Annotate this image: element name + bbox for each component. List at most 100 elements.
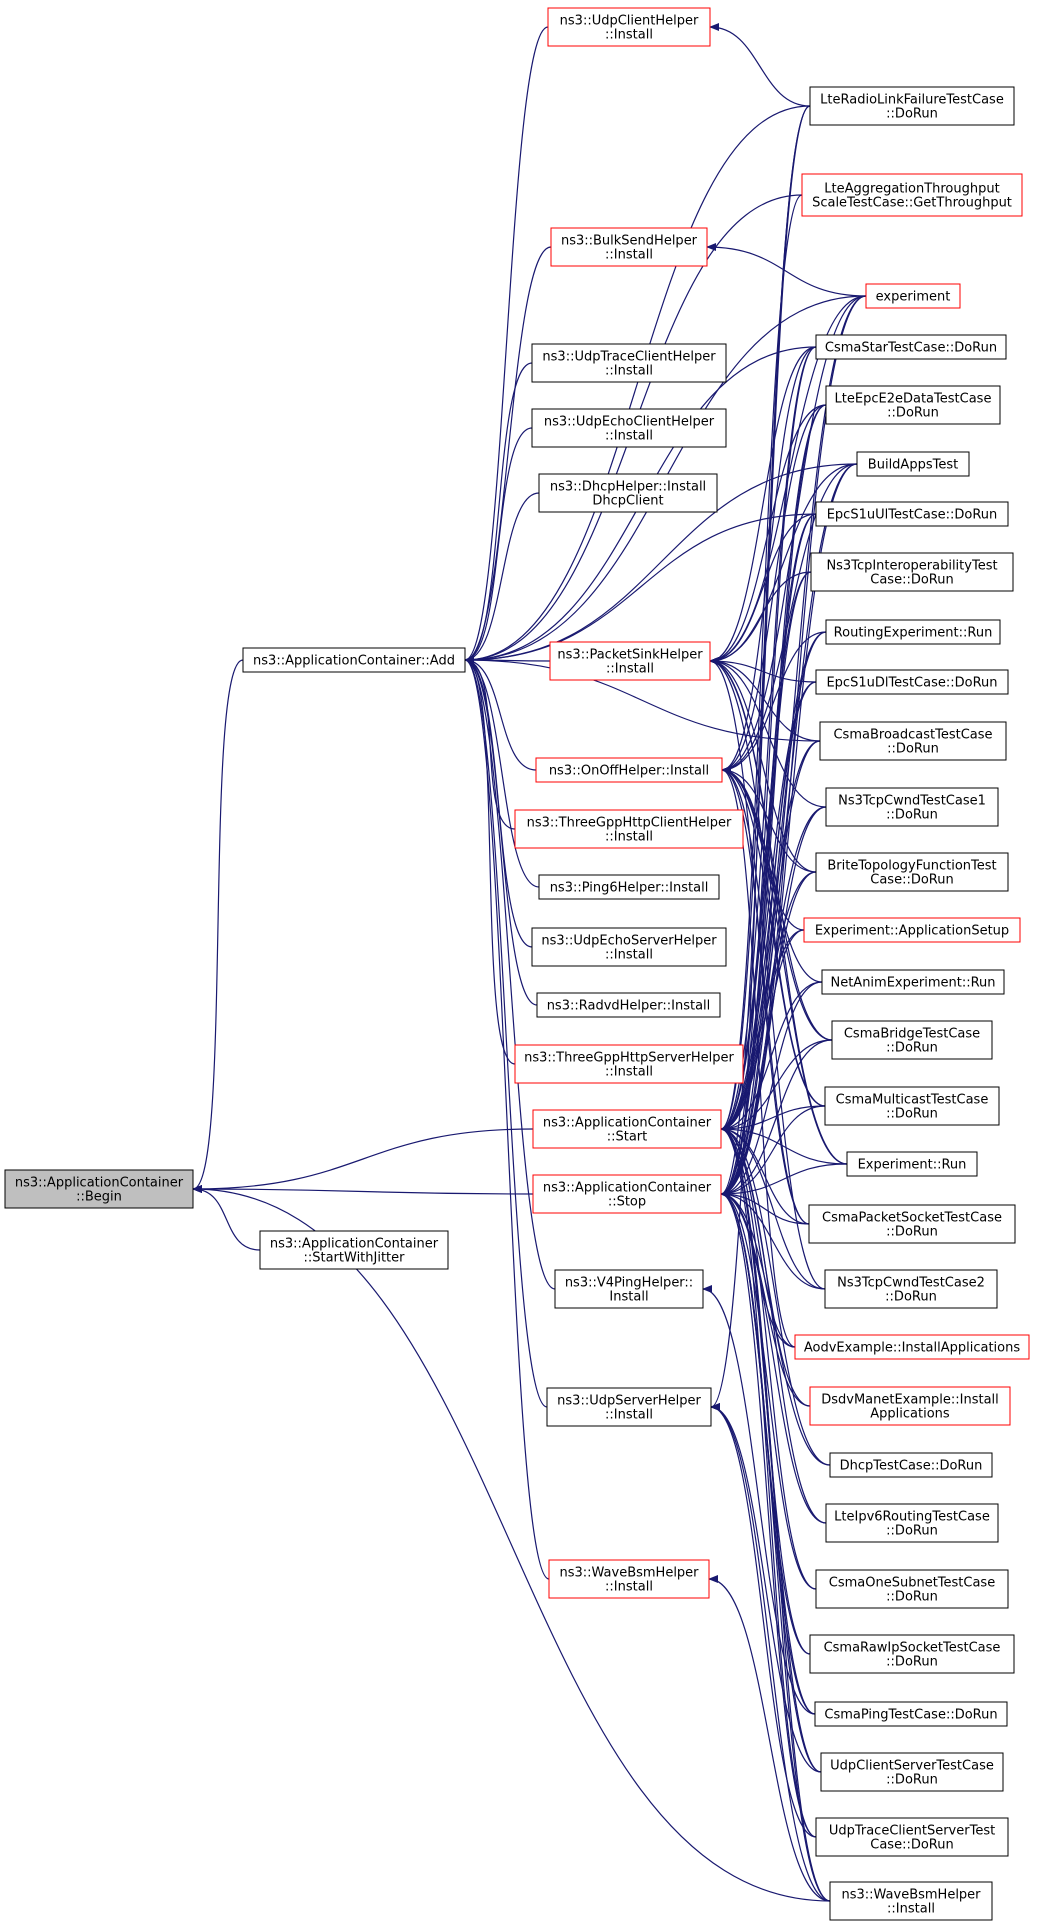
node-aodvExample[interactable]: AodvExample::InstallApplications: [794, 1334, 1030, 1360]
node-udpClientServer[interactable]: UdpClientServerTestCase::DoRun: [820, 1752, 1004, 1792]
node-appStop[interactable]: ns3::ApplicationContainer::Stop: [532, 1174, 722, 1214]
node-udpTraceClientServer-box: [815, 1817, 1009, 1857]
node-dsdvManet[interactable]: DsdvManetExample::InstallApplications: [809, 1386, 1011, 1426]
node-buildApps[interactable]: BuildAppsTest: [856, 451, 970, 477]
node-begin[interactable]: ns3::ApplicationContainer::Begin: [4, 1169, 194, 1209]
node-csmaRawIp[interactable]: CsmaRawIpSocketTestCase::DoRun: [809, 1634, 1015, 1674]
node-udpEchoServerHelper[interactable]: ns3::UdpEchoServerHelper::Install: [531, 927, 727, 967]
node-waveBsmHelper-box: [548, 1559, 710, 1599]
node-udpServerHelper[interactable]: ns3::UdpServerHelper::Install: [546, 1387, 712, 1427]
node-routingExperiment-label-0: RoutingExperiment::Run: [834, 626, 993, 641]
node-appStart[interactable]: ns3::ApplicationContainer::Start: [532, 1109, 722, 1149]
node-routingExperiment-box: [825, 619, 1001, 645]
edge-buildApps-to-onOffHelper: [721, 463, 858, 774]
node-epcS1uDl[interactable]: EpcS1uDlTestCase::DoRun: [815, 669, 1009, 695]
node-csmaMulticast[interactable]: CsmaMulticastTestCase::DoRun: [824, 1086, 1000, 1126]
node-threeGppClient-box: [514, 809, 744, 849]
edge-udpClientHelper-to-add: [464, 26, 549, 664]
node-lteIpv6-box: [825, 1503, 999, 1543]
node-lteEpcE2e[interactable]: LteEpcE2eDataTestCase::DoRun: [825, 385, 1001, 425]
edge-csmaPing-to-v4PingHelper: [702, 1285, 816, 1715]
node-dhcpHelper-box: [538, 473, 718, 513]
node-experiment[interactable]: experiment: [865, 283, 961, 309]
node-waveBsmHelper[interactable]: ns3::WaveBsmHelper::Install: [548, 1559, 710, 1599]
node-bulkSendHelper[interactable]: ns3::BulkSendHelper::Install: [550, 227, 708, 267]
node-add-box: [242, 647, 466, 673]
edge-csmaPacketSocket-to-appStop: [720, 1190, 810, 1225]
node-csmaStar[interactable]: CsmaStarTestCase::DoRun: [815, 334, 1007, 360]
node-startWithJitter-box: [259, 1230, 449, 1270]
node-udpClientHelper[interactable]: ns3::UdpClientHelper::Install: [547, 7, 711, 47]
node-ping6Helper[interactable]: ns3::Ping6Helper::Install: [538, 874, 720, 900]
edge-udpEchoClientHelper-to-add: [464, 427, 533, 664]
node-csmaPacketSocket[interactable]: CsmaPacketSocketTestCase::DoRun: [808, 1204, 1016, 1244]
node-csmaPing-box: [814, 1701, 1008, 1727]
node-udpTraceClientHelper[interactable]: ns3::UdpTraceClientHelper::Install: [531, 343, 727, 383]
node-udpClientServer-box: [820, 1752, 1004, 1792]
edge-ns3TcpInterop-to-appStart: [720, 571, 812, 1133]
node-routingExperiment[interactable]: RoutingExperiment::Run: [825, 619, 1001, 645]
node-waveBsmInstall[interactable]: ns3::WaveBsmHelper::Install: [829, 1881, 993, 1921]
edge-udpTraceClientServer-to-udpServerHelper: [710, 1403, 817, 1838]
node-lteAggregation[interactable]: LteAggregationThroughputScaleTestCase::G…: [801, 173, 1023, 217]
node-csmaOneSubnet-label-1: ::DoRun: [886, 1590, 938, 1605]
node-netAnim[interactable]: NetAnimExperiment::Run: [821, 969, 1005, 995]
node-lteRadioLink[interactable]: LteRadioLinkFailureTestCase::DoRun: [809, 86, 1015, 126]
edge-csmaBroadcast-to-appStop: [720, 740, 821, 1198]
node-radvdHelper[interactable]: ns3::RadvdHelper::Install: [536, 992, 721, 1018]
node-v4PingHelper-label-1: Install: [609, 1290, 648, 1305]
node-ns3TcpCwnd2[interactable]: Ns3TcpCwndTestCase2::DoRun: [824, 1269, 998, 1309]
node-experiment-box: [865, 283, 961, 309]
node-lteIpv6-label-1: ::DoRun: [886, 1524, 938, 1539]
node-epcS1uDl-box: [815, 669, 1009, 695]
node-lteRadioLink-label-1: ::DoRun: [886, 107, 938, 122]
edge-csmaOneSubnet-to-appStop: [720, 1190, 817, 1590]
node-packetSinkHelper[interactable]: ns3::PacketSinkHelper::Install: [549, 641, 711, 681]
node-packetSinkHelper-box: [549, 641, 711, 681]
node-dsdvManet-label-0: DsdvManetExample::Install: [821, 1393, 999, 1408]
edge-waveBsmHelper-to-add: [464, 656, 550, 1580]
node-ns3TcpInterop-box: [810, 552, 1014, 592]
node-udpEchoClientHelper[interactable]: ns3::UdpEchoClientHelper::Install: [531, 408, 727, 448]
node-udpEchoServerHelper-label-1: ::Install: [605, 948, 653, 963]
edge-dhcpHelper-to-add: [464, 492, 540, 664]
node-udpEchoClientHelper-label-1: ::Install: [605, 429, 653, 444]
edge-radvdHelper-to-add: [464, 656, 538, 1006]
node-lteIpv6[interactable]: LteIpv6RoutingTestCase::DoRun: [825, 1503, 999, 1543]
edge-ns3TcpCwnd2-to-appStart: [720, 1125, 826, 1290]
edge-briteTopology-to-packetSinkHelper: [709, 657, 817, 873]
node-threeGppClient[interactable]: ns3::ThreeGppHttpClientHelper::Install: [514, 809, 744, 849]
node-csmaBroadcast-box: [819, 721, 1007, 761]
node-begin-label-0: ns3::ApplicationContainer: [15, 1176, 184, 1191]
node-csmaBroadcast[interactable]: CsmaBroadcastTestCase::DoRun: [819, 721, 1007, 761]
edge-ns3TcpCwnd2-to-onOffHelper: [721, 766, 826, 1290]
node-add[interactable]: ns3::ApplicationContainer::Add: [242, 647, 466, 673]
node-udpEchoClientHelper-label-0: ns3::UdpEchoClientHelper: [544, 415, 715, 430]
node-experimentRun[interactable]: Experiment::Run: [846, 1151, 978, 1177]
node-onOffHelper-box: [535, 757, 723, 783]
node-experimentAppSetup[interactable]: Experiment::ApplicationSetup: [803, 917, 1021, 943]
edge-experimentRun-to-appStart: [720, 1125, 848, 1165]
node-v4PingHelper[interactable]: ns3::V4PingHelper::Install: [554, 1269, 704, 1309]
node-csmaPacketSocket-box: [808, 1204, 1016, 1244]
node-csmaStar-label-0: CsmaStarTestCase::DoRun: [825, 341, 997, 356]
node-csmaPing[interactable]: CsmaPingTestCase::DoRun: [814, 1701, 1008, 1727]
node-onOffHelper[interactable]: ns3::OnOffHelper::Install: [535, 757, 723, 783]
node-ns3TcpCwnd1-label-0: Ns3TcpCwndTestCase1: [838, 794, 986, 809]
node-startWithJitter[interactable]: ns3::ApplicationContainer::StartWithJitt…: [259, 1230, 449, 1270]
node-csmaOneSubnet[interactable]: CsmaOneSubnetTestCase::DoRun: [815, 1569, 1009, 1609]
nodes-layer: ns3::ApplicationContainer::Beginns3::App…: [4, 7, 1030, 1921]
node-csmaMulticast-label-1: ::DoRun: [886, 1107, 938, 1122]
edge-ns3TcpInterop-to-appStop: [720, 571, 812, 1198]
node-csmaBridge[interactable]: CsmaBridgeTestCase::DoRun: [831, 1020, 993, 1060]
node-epcS1uUl[interactable]: EpcS1uUlTestCase::DoRun: [815, 501, 1009, 527]
node-dhcpTest-label-0: DhcpTestCase::DoRun: [840, 1459, 983, 1474]
node-dhcpTest[interactable]: DhcpTestCase::DoRun: [829, 1452, 993, 1478]
node-ns3TcpCwnd1[interactable]: Ns3TcpCwndTestCase1::DoRun: [825, 787, 999, 827]
node-threeGppServer[interactable]: ns3::ThreeGppHttpServerHelper::Install: [514, 1044, 744, 1084]
